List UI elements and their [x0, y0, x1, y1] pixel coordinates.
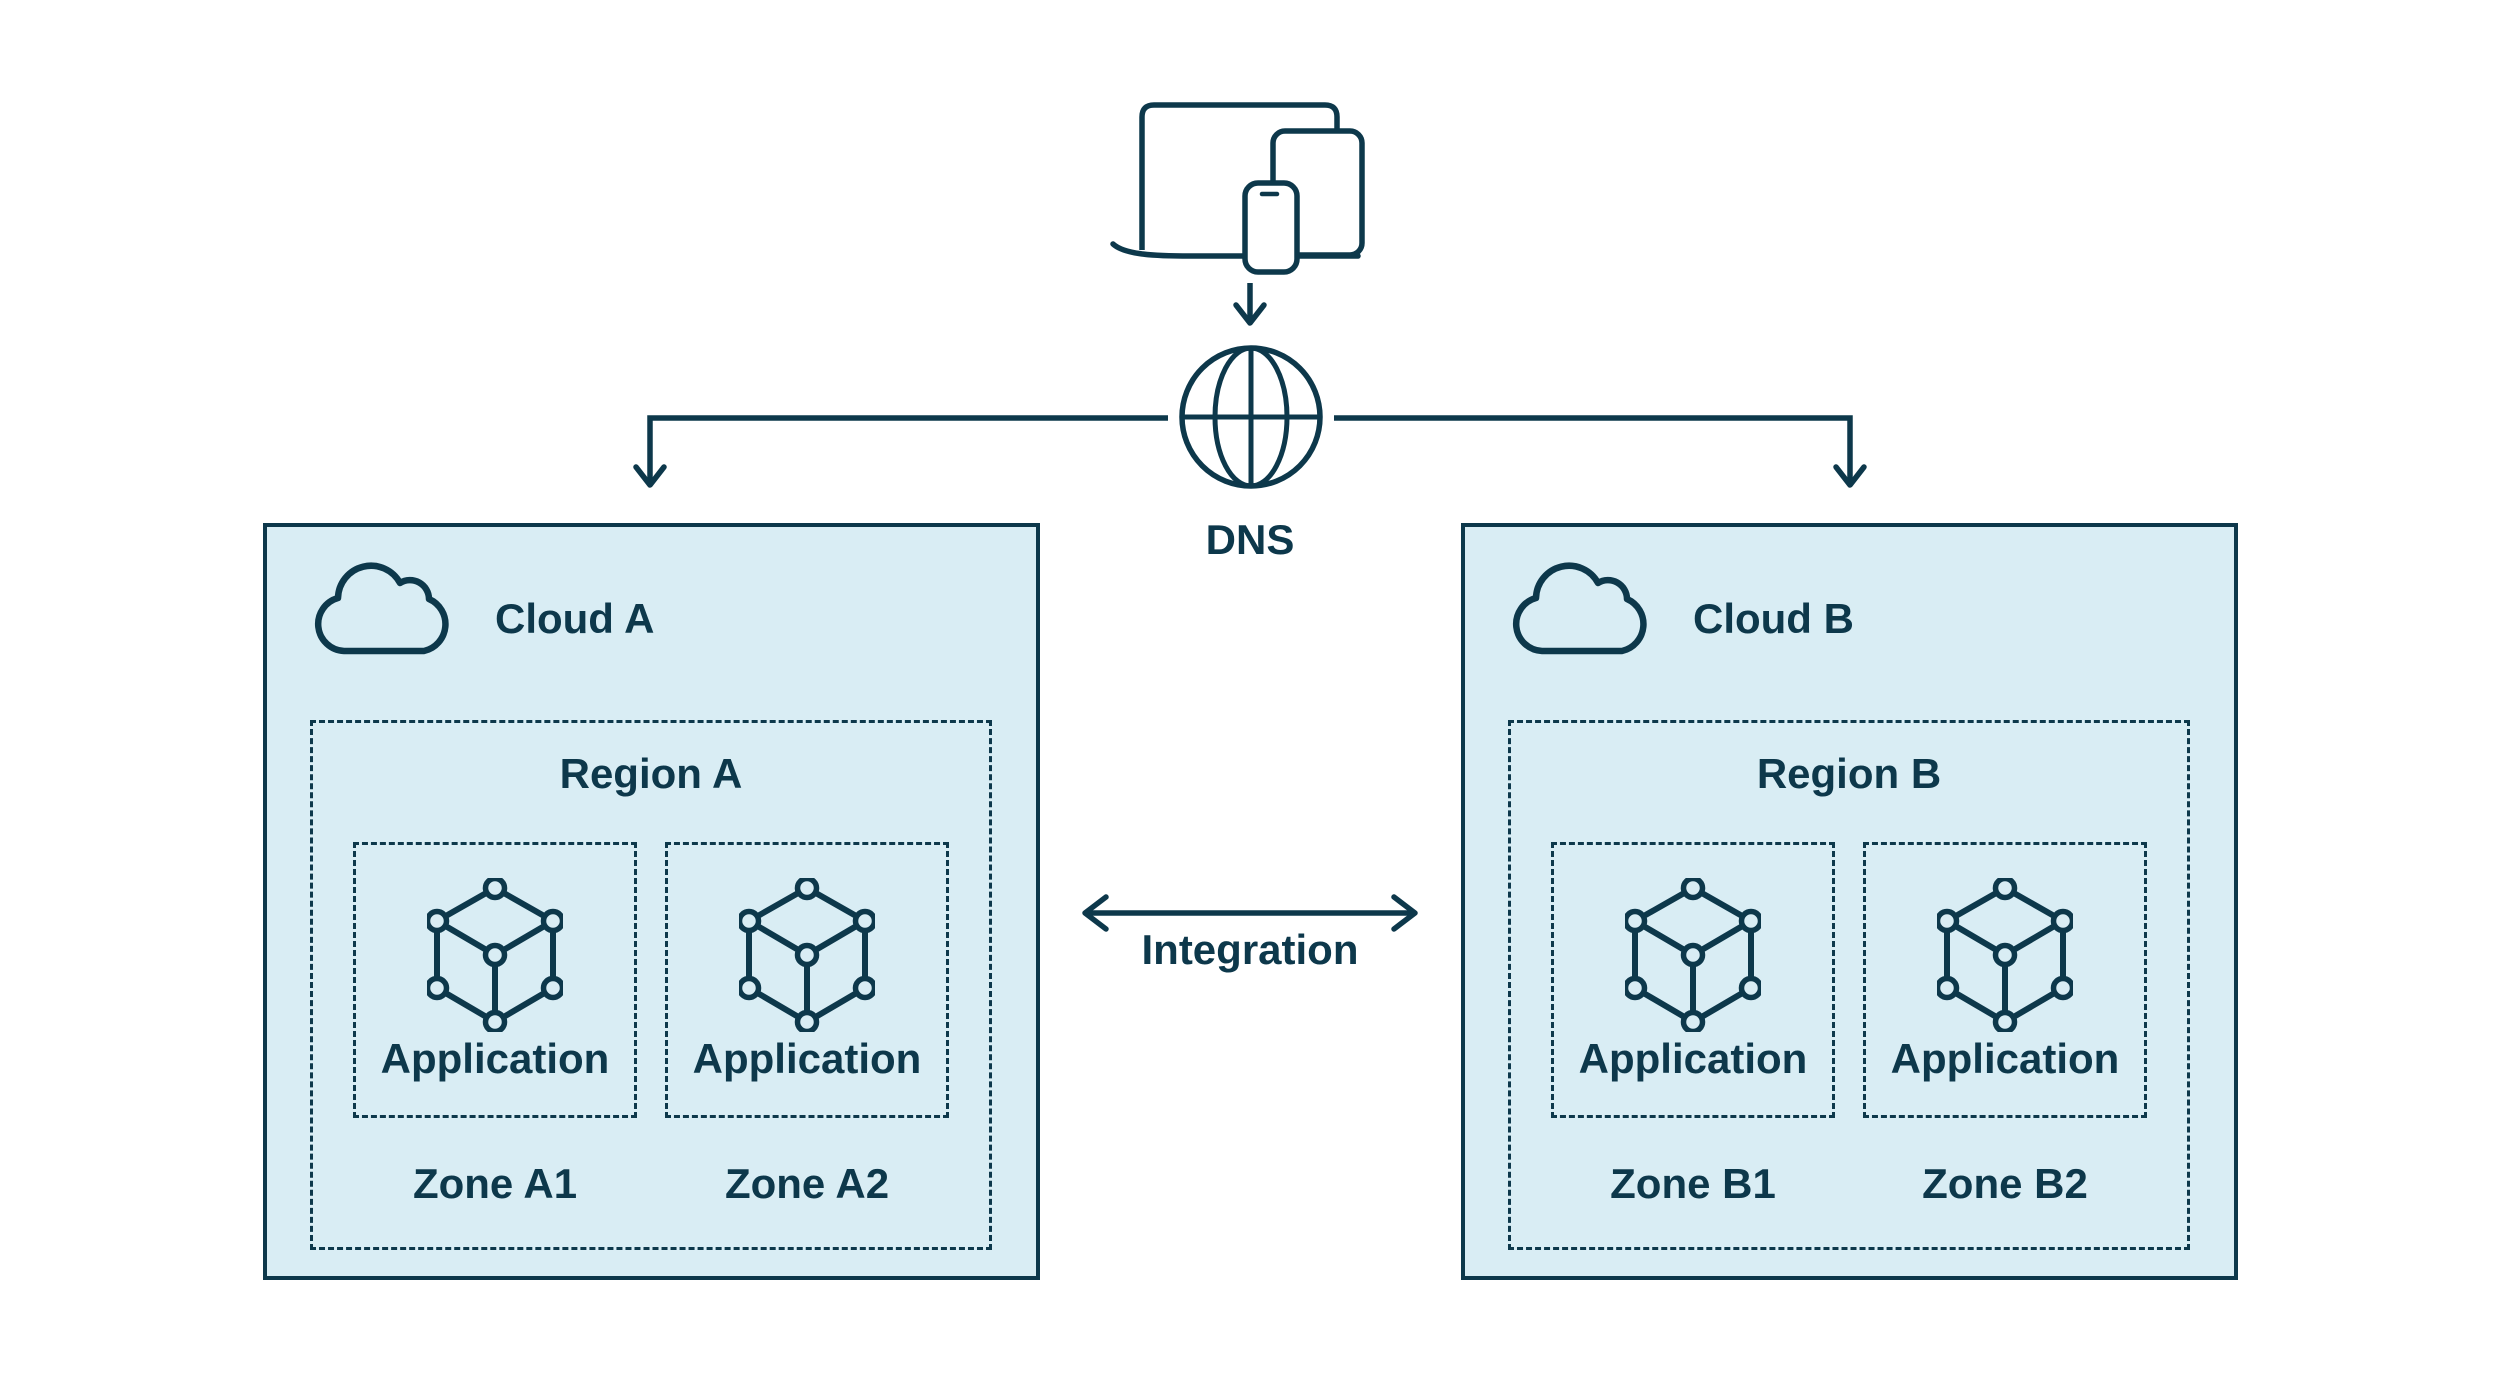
cube-icon	[1937, 878, 2073, 1032]
down-arrowhead	[1833, 464, 1867, 488]
down-arrowhead	[1233, 302, 1267, 326]
cloud-b-panel: Cloud B Region B Application Application…	[1461, 523, 2238, 1280]
region-title: Region B	[1756, 750, 1942, 797]
region-title: Region A	[559, 750, 743, 797]
dns-label: DNS	[1205, 516, 1295, 563]
zone-label: Zone B2	[1922, 1160, 2088, 1207]
dns-to-cloud-a-line	[647, 415, 1168, 482]
cloud-name: Cloud A	[495, 595, 655, 642]
application-box: Application	[665, 842, 949, 1118]
region-a-box: Region A Application Application Zone A1…	[310, 720, 992, 1250]
cube-icon	[1625, 878, 1761, 1032]
cube-icon	[739, 878, 875, 1032]
left-arrowhead	[1082, 894, 1109, 932]
region-b-box: Region B Application Application Zone B1…	[1508, 720, 2190, 1250]
globe-icon	[1179, 345, 1323, 489]
application-label: Application	[1578, 1035, 1808, 1082]
application-label: Application	[692, 1035, 922, 1082]
zone-label: Zone A1	[412, 1160, 578, 1207]
zone-label: Zone A2	[724, 1160, 890, 1207]
application-label: Application	[380, 1035, 610, 1082]
integration-label: Integration	[1141, 926, 1359, 973]
cube-icon	[427, 878, 563, 1032]
cloud-a-panel: Cloud A Region A Application Application…	[263, 523, 1040, 1280]
application-box: Application	[1551, 842, 1835, 1118]
cloud-icon	[1501, 554, 1661, 658]
cloud-name: Cloud B	[1693, 595, 1854, 642]
down-arrowhead	[633, 464, 667, 488]
application-box: Application	[1863, 842, 2147, 1118]
zone-label: Zone B1	[1610, 1160, 1776, 1207]
dns-to-cloud-b-line	[1334, 415, 1853, 482]
application-label: Application	[1890, 1035, 2120, 1082]
right-arrowhead	[1391, 894, 1418, 932]
devices-icon	[1110, 102, 1365, 275]
cloud-icon	[303, 554, 463, 658]
application-box: Application	[353, 842, 637, 1118]
